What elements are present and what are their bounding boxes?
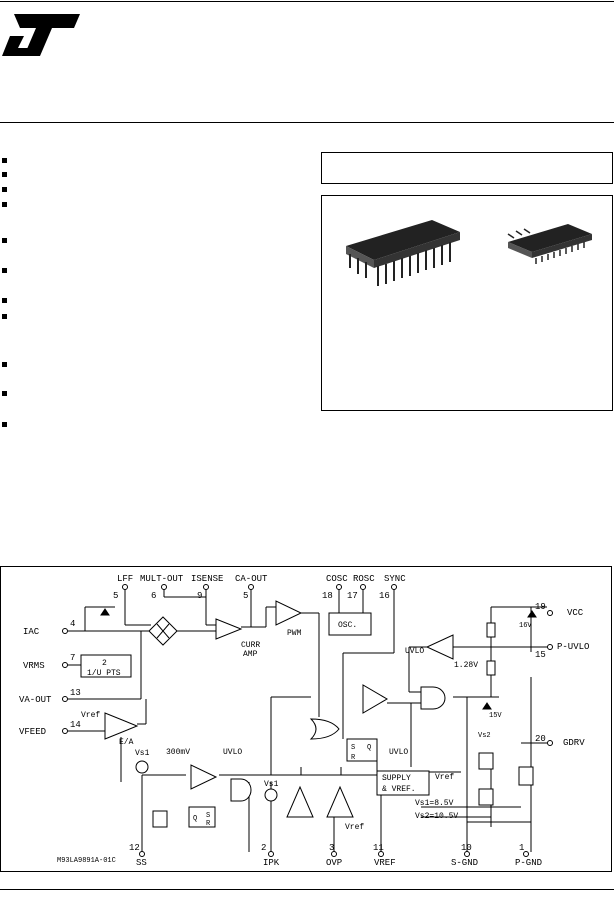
pin-num: 1 bbox=[519, 843, 524, 853]
ovp-vref-label: Vref bbox=[345, 823, 364, 832]
v15-label: 15V bbox=[489, 712, 502, 720]
pin-num: 5 bbox=[113, 591, 118, 601]
pin-num: 4 bbox=[70, 619, 75, 629]
bullet bbox=[2, 391, 7, 396]
pin-num: 17 bbox=[347, 591, 358, 601]
pin-num: 12 bbox=[129, 843, 140, 853]
pin-num: 15 bbox=[535, 650, 546, 660]
bullet bbox=[2, 238, 7, 243]
pin-num: 18 bbox=[322, 591, 333, 601]
bullet bbox=[2, 268, 7, 273]
pin-num: 7 bbox=[70, 653, 75, 663]
curr-amp-label: CURR bbox=[241, 641, 260, 650]
diagram-code: M93LA9891A-01C bbox=[57, 857, 116, 865]
vref-out-label: Vref bbox=[435, 773, 454, 782]
pin-gdrv-label: GDRV bbox=[563, 738, 585, 748]
vs2-value: Vs2=10.5V bbox=[415, 812, 458, 821]
pin-num: 6 bbox=[151, 591, 156, 601]
pin-puvlo-label: P-UVLO bbox=[557, 642, 589, 652]
st-logo: ST bbox=[0, 7, 82, 60]
vs2-label: Vs2 bbox=[478, 732, 491, 740]
sr2-q: Q bbox=[367, 744, 371, 752]
supply-label: SUPPLY bbox=[382, 774, 411, 783]
right-pin-circles bbox=[547, 610, 553, 746]
uvlo-label: UVLO bbox=[223, 748, 242, 757]
pin-vref-label: VREF bbox=[374, 858, 396, 868]
pin-cosc-label: COSC bbox=[326, 574, 348, 584]
pin-ss-label: SS bbox=[136, 858, 147, 868]
300mv-label: 300mV bbox=[166, 748, 190, 757]
bullet bbox=[2, 422, 7, 427]
pin-num: 5 bbox=[243, 591, 248, 601]
curr-amp-label2: AMP bbox=[243, 650, 258, 659]
title-box bbox=[321, 152, 613, 184]
pin-sgnd-label: S-GND bbox=[451, 858, 478, 868]
sr-q: Q bbox=[193, 815, 197, 823]
header-line-top bbox=[0, 1, 614, 2]
ea-vref-label: Vref bbox=[81, 711, 100, 720]
pin-num: 10 bbox=[461, 843, 472, 853]
package-images bbox=[346, 220, 592, 286]
logo-text: ST bbox=[0, 8, 2, 9]
v16-label: 16V bbox=[519, 622, 532, 630]
bullet bbox=[2, 187, 7, 192]
pin-num: 16 bbox=[379, 591, 390, 601]
pin-iac-label: IAC bbox=[23, 627, 40, 637]
top-pin-circles bbox=[122, 584, 397, 590]
vs1-value: Vs1=8.5V bbox=[415, 799, 454, 808]
bullet bbox=[2, 158, 7, 163]
bullet bbox=[2, 298, 7, 303]
uvlo-top-label: UVLO bbox=[405, 647, 424, 656]
supply-label2: & VREF. bbox=[382, 785, 416, 794]
sr-r: R bbox=[206, 820, 211, 828]
bullet bbox=[2, 314, 7, 319]
pin-num: 9 bbox=[197, 591, 202, 601]
footer-line bbox=[0, 889, 614, 890]
osc-label: OSC. bbox=[338, 621, 357, 630]
pin-multout-label: MULT-OUT bbox=[140, 574, 184, 584]
uvlo-right-label: UVLO bbox=[389, 748, 408, 757]
pin-caout-label: CA-OUT bbox=[235, 574, 268, 584]
pin-ipk-label: IPK bbox=[263, 858, 280, 868]
pin-num: 13 bbox=[70, 688, 81, 698]
vs1b-label: Vs1 bbox=[264, 780, 279, 789]
bullet bbox=[2, 172, 7, 177]
sr-s: S bbox=[206, 812, 210, 820]
pin-vfeed-label: VFEED bbox=[19, 727, 46, 737]
pin-num: 11 bbox=[373, 843, 384, 853]
pin-num: 14 bbox=[70, 720, 81, 730]
sr2-r: R bbox=[351, 754, 356, 762]
rms-label: 2 bbox=[102, 659, 107, 668]
pin-sync-label: SYNC bbox=[384, 574, 406, 584]
vs1-label: Vs1 bbox=[135, 749, 150, 758]
pin-vcc-label: VCC bbox=[567, 608, 584, 618]
dip-package-icon bbox=[346, 220, 460, 286]
bullet bbox=[2, 362, 7, 367]
pin-rosc-label: ROSC bbox=[353, 574, 375, 584]
pin-num: 2 bbox=[261, 843, 266, 853]
pwm-label: PWM bbox=[287, 629, 302, 638]
rms-label2: 1/U PTS bbox=[87, 669, 121, 678]
components: 2 1/U PTS CURR AMP PWM OSC. Vref E/A Vs1… bbox=[80, 600, 537, 832]
header-line bbox=[0, 122, 614, 123]
v128-label: 1.28V bbox=[454, 661, 478, 670]
pin-pgnd-label: P-GND bbox=[515, 858, 542, 868]
pin-vaout-label: VA-OUT bbox=[19, 695, 52, 705]
bullet bbox=[2, 202, 7, 207]
pin-vrms-label: VRMS bbox=[23, 661, 45, 671]
pin-num: 3 bbox=[329, 843, 334, 853]
pin-lff-label: LFF bbox=[117, 574, 133, 584]
left-pin-circles bbox=[62, 628, 68, 734]
pin-isense-label: ISENSE bbox=[191, 574, 223, 584]
block-diagram: LFF MULT-OUT ISENSE CA-OUT COSC ROSC SYN… bbox=[0, 566, 612, 872]
pin-ovp-label: OVP bbox=[326, 858, 342, 868]
ea-label: E/A bbox=[119, 738, 134, 747]
pin-num: 20 bbox=[535, 734, 546, 744]
so-package-icon bbox=[507, 224, 592, 264]
sr2-s: S bbox=[351, 744, 355, 752]
package-box bbox=[321, 195, 613, 411]
